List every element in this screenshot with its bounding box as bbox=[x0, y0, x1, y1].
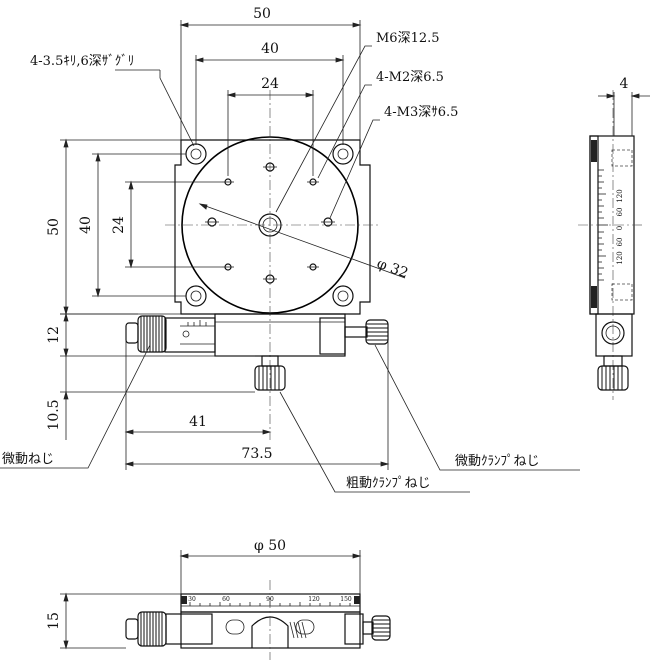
front-view: 30 60 90 120 150 bbox=[46, 538, 391, 660]
dim-15: 15 bbox=[46, 612, 62, 630]
label-fine-clamp: 微動ｸﾗﾝﾌﾟねじ bbox=[455, 454, 540, 469]
callout-counterbore: 4-3.5ｷﾘ,6深ｻﾞｸﾞﾘ bbox=[30, 54, 134, 69]
dim-50-top: 50 bbox=[253, 6, 271, 22]
label-fine-screw: 微動ねじ bbox=[2, 452, 54, 467]
dim-phi50: φ 50 bbox=[254, 538, 286, 554]
callout-leaders bbox=[0, 45, 580, 493]
dim-12: 12 bbox=[46, 326, 62, 344]
side-tick-5: 120 bbox=[616, 251, 624, 264]
side-view: 4 120 60 0 60 120 bbox=[578, 76, 650, 400]
callout-labels: 4-3.5ｷﾘ,6深ｻﾞｸﾞﾘ M6深12.5 4-M2深6.5 4-M3深ｻ6… bbox=[2, 31, 540, 491]
dim-24-top: 24 bbox=[261, 76, 279, 92]
label-coarse-clamp: 粗動ｸﾗﾝﾌﾟねじ bbox=[346, 476, 431, 491]
front-tick-120: 120 bbox=[308, 596, 320, 603]
dim-73-5: 73.5 bbox=[241, 446, 272, 462]
dim-24-left: 24 bbox=[111, 216, 127, 234]
dim-41: 41 bbox=[189, 414, 207, 430]
front-tick-30: 30 bbox=[188, 596, 196, 603]
base-plate-outline bbox=[174, 139, 371, 315]
dim-phi32: φ 32 bbox=[375, 256, 411, 282]
callout-m6: M6深12.5 bbox=[376, 31, 440, 46]
callout-m2: 4-M2深6.5 bbox=[376, 70, 444, 85]
drive-assembly-top bbox=[125, 313, 389, 391]
dim-4-side: 4 bbox=[620, 76, 629, 92]
side-tick-4: 60 bbox=[616, 238, 624, 247]
top-view bbox=[165, 90, 380, 440]
dim-40-left: 40 bbox=[78, 216, 94, 234]
front-tick-60: 60 bbox=[222, 596, 230, 603]
dimension-labels: 50 40 24 50 40 24 12 10.5 41 73.5 φ 32 bbox=[46, 6, 410, 462]
callout-m3: 4-M3深ｻ6.5 bbox=[384, 105, 458, 120]
dim-40-top: 40 bbox=[261, 41, 279, 57]
side-scale-labels: 120 60 0 60 120 bbox=[616, 189, 624, 264]
side-tick-3: 0 bbox=[616, 226, 624, 230]
dim-50-left: 50 bbox=[46, 218, 62, 236]
dim-10-5: 10.5 bbox=[46, 399, 62, 430]
side-tick-2: 60 bbox=[616, 208, 624, 217]
dimension-lines bbox=[60, 20, 406, 470]
side-tick-1: 120 bbox=[616, 189, 624, 202]
front-tick-150: 150 bbox=[340, 596, 352, 603]
